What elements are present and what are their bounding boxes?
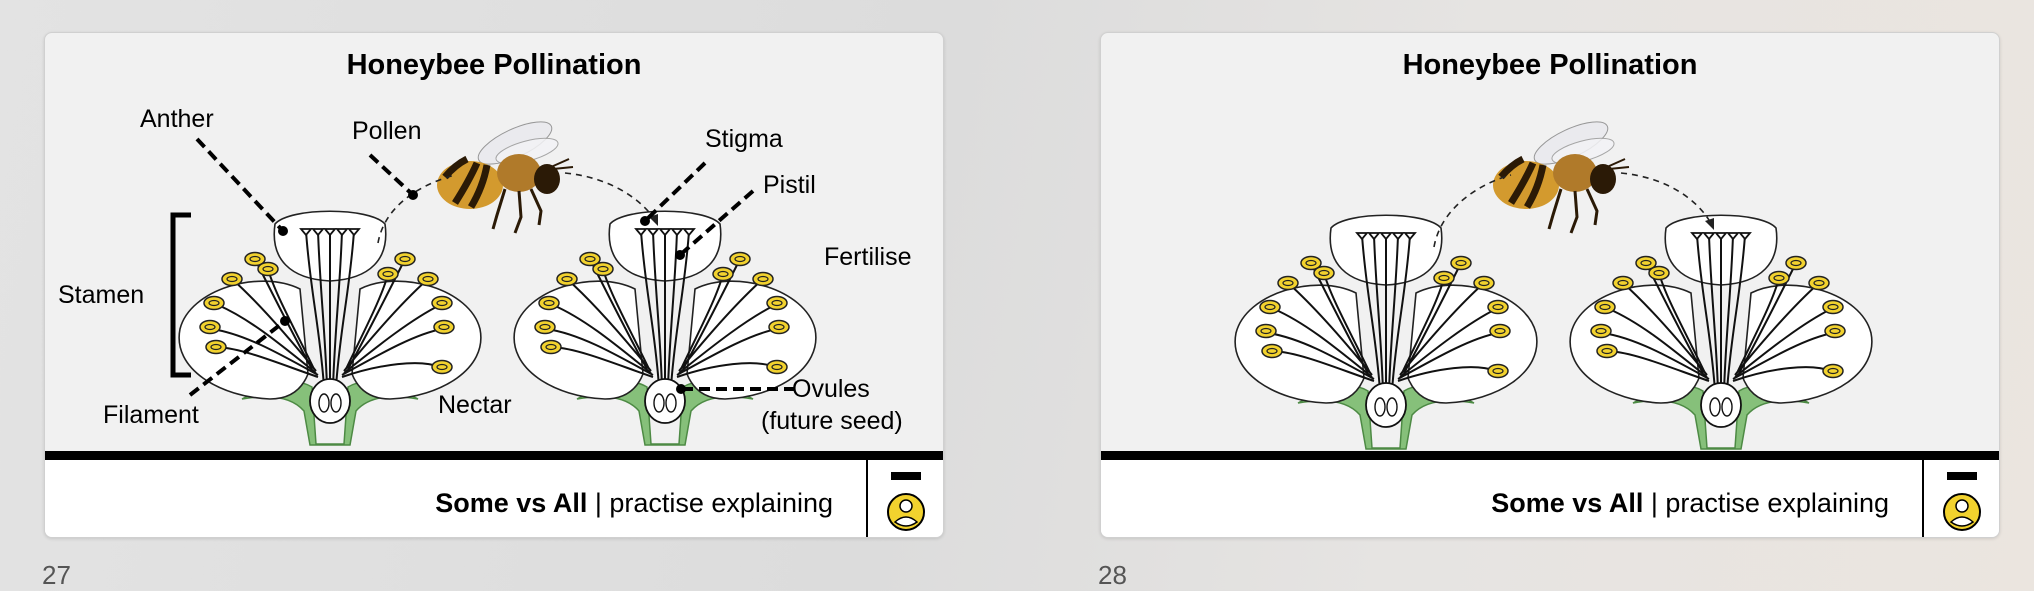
- stamen-bracket: [170, 212, 191, 378]
- footer-bold: Some vs All: [435, 488, 588, 518]
- honeybee-icon: [1493, 113, 1629, 233]
- left-flower: [1235, 215, 1537, 449]
- pollination-diagram: Anther Pollen Stigma Pistil Fertilise St…: [58, 105, 912, 537]
- slide-28[interactable]: Honeybee Pollination Some vs All | pract…: [1100, 32, 2000, 538]
- footer-separator: |: [1643, 488, 1666, 518]
- flight-path-in: [1433, 174, 1512, 248]
- slide-title: Honeybee Pollination: [1402, 49, 1698, 81]
- label-fertilise: Fertilise: [824, 243, 912, 271]
- footer-text: practise explaining: [609, 488, 833, 518]
- label-pistil: Pistil: [763, 171, 816, 199]
- label-pollen: Pollen: [352, 117, 422, 145]
- right-flower: [1570, 215, 1872, 449]
- flight-path-out: [1620, 172, 1714, 228]
- pollination-diagram: [1101, 33, 1999, 537]
- label-future-seed: (future seed): [761, 407, 903, 435]
- footer-text: practise explaining: [1665, 488, 1889, 518]
- footer-bold: Some vs All: [1491, 488, 1644, 518]
- label-nectar: Nectar: [438, 391, 512, 419]
- honeybee-icon: [437, 113, 573, 233]
- label-anther: Anther: [140, 105, 214, 133]
- footer-caption: Some vs All | practise explaining: [1491, 488, 1889, 519]
- slide-footer: Some vs All | practise explaining: [45, 451, 943, 537]
- label-stamen: Stamen: [58, 281, 144, 309]
- slide-footer: Some vs All | practise explaining: [1101, 451, 1999, 537]
- label-ovules: Ovules: [792, 375, 870, 403]
- footer-separator: |: [587, 488, 610, 518]
- left-flower: [179, 211, 481, 445]
- slide-title: Honeybee Pollination: [346, 49, 642, 81]
- footer-divider: [1922, 460, 1924, 537]
- page-number: 28: [1098, 560, 1127, 590]
- label-stigma: Stigma: [705, 125, 783, 153]
- page-number: 27: [42, 560, 71, 590]
- slide-27[interactable]: Anther Pollen Stigma Pistil Fertilise St…: [44, 32, 944, 538]
- mascot-logo-icon: [1943, 472, 1981, 531]
- label-filament: Filament: [103, 401, 199, 429]
- flight-path-in: [377, 174, 456, 244]
- footer-caption: Some vs All | practise explaining: [435, 488, 833, 519]
- mascot-logo-icon: [887, 472, 925, 531]
- footer-divider: [866, 460, 868, 537]
